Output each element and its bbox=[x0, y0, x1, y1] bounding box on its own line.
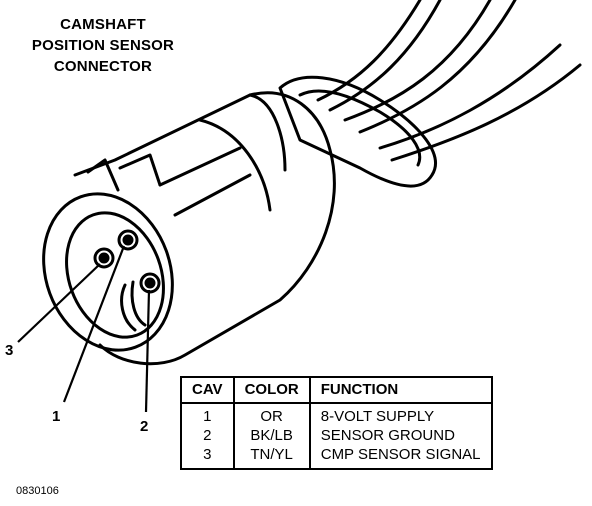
table-row: 3 TN/YL CMP SENSOR SIGNAL bbox=[181, 445, 492, 469]
connector-body bbox=[73, 91, 336, 366]
wire-3 bbox=[378, 43, 562, 150]
pin-label-1: 1 bbox=[52, 408, 61, 425]
cell-function: 8-VOLT SUPPLY bbox=[308, 403, 492, 426]
cell-cav: 1 bbox=[203, 408, 212, 425]
table-row: 2 BK/LB SENSOR GROUND bbox=[181, 426, 492, 445]
cell-function: CMP SENSOR SIGNAL bbox=[308, 445, 492, 469]
wire-2 bbox=[343, 0, 492, 122]
cell-color: TN/YL bbox=[232, 445, 310, 469]
rear-collar bbox=[278, 75, 437, 188]
cell-color: BK/LB bbox=[232, 426, 310, 445]
header-function: FUNCTION bbox=[308, 377, 492, 404]
title-line-2: POSITION SENSOR bbox=[31, 37, 175, 54]
cell-cav: 2 bbox=[203, 427, 212, 444]
title-line-3: CONNECTOR bbox=[53, 58, 153, 75]
pin-label-2: 2 bbox=[140, 418, 149, 435]
cell-cav: 3 bbox=[203, 446, 212, 463]
table-header-row: CAV COLOR FUNCTION bbox=[181, 377, 492, 404]
connector-face-outer bbox=[42, 192, 174, 352]
leader-3 bbox=[17, 263, 101, 343]
diagram-title: CAMSHAFT POSITION SENSOR CONNECTOR bbox=[8, 14, 198, 77]
cavity-table: CAV COLOR FUNCTION 1 OR 8-VOLT SUPPLY 2 … bbox=[180, 376, 493, 470]
wire-1-edge bbox=[328, 0, 442, 112]
header-color: COLOR bbox=[232, 377, 310, 404]
wire-2-edge bbox=[358, 0, 517, 134]
leader-1 bbox=[62, 245, 126, 403]
figure-id: 0830106 bbox=[16, 485, 59, 497]
wire-3-edge bbox=[390, 63, 582, 162]
table-row: 1 OR 8-VOLT SUPPLY bbox=[181, 403, 492, 426]
pin-label-3: 3 bbox=[5, 342, 14, 359]
header-cav: CAV bbox=[181, 377, 234, 404]
cell-function: SENSOR GROUND bbox=[308, 426, 492, 445]
leader-2 bbox=[144, 289, 151, 413]
title-line-1: CAMSHAFT bbox=[60, 16, 146, 33]
cell-color: OR bbox=[232, 403, 310, 426]
